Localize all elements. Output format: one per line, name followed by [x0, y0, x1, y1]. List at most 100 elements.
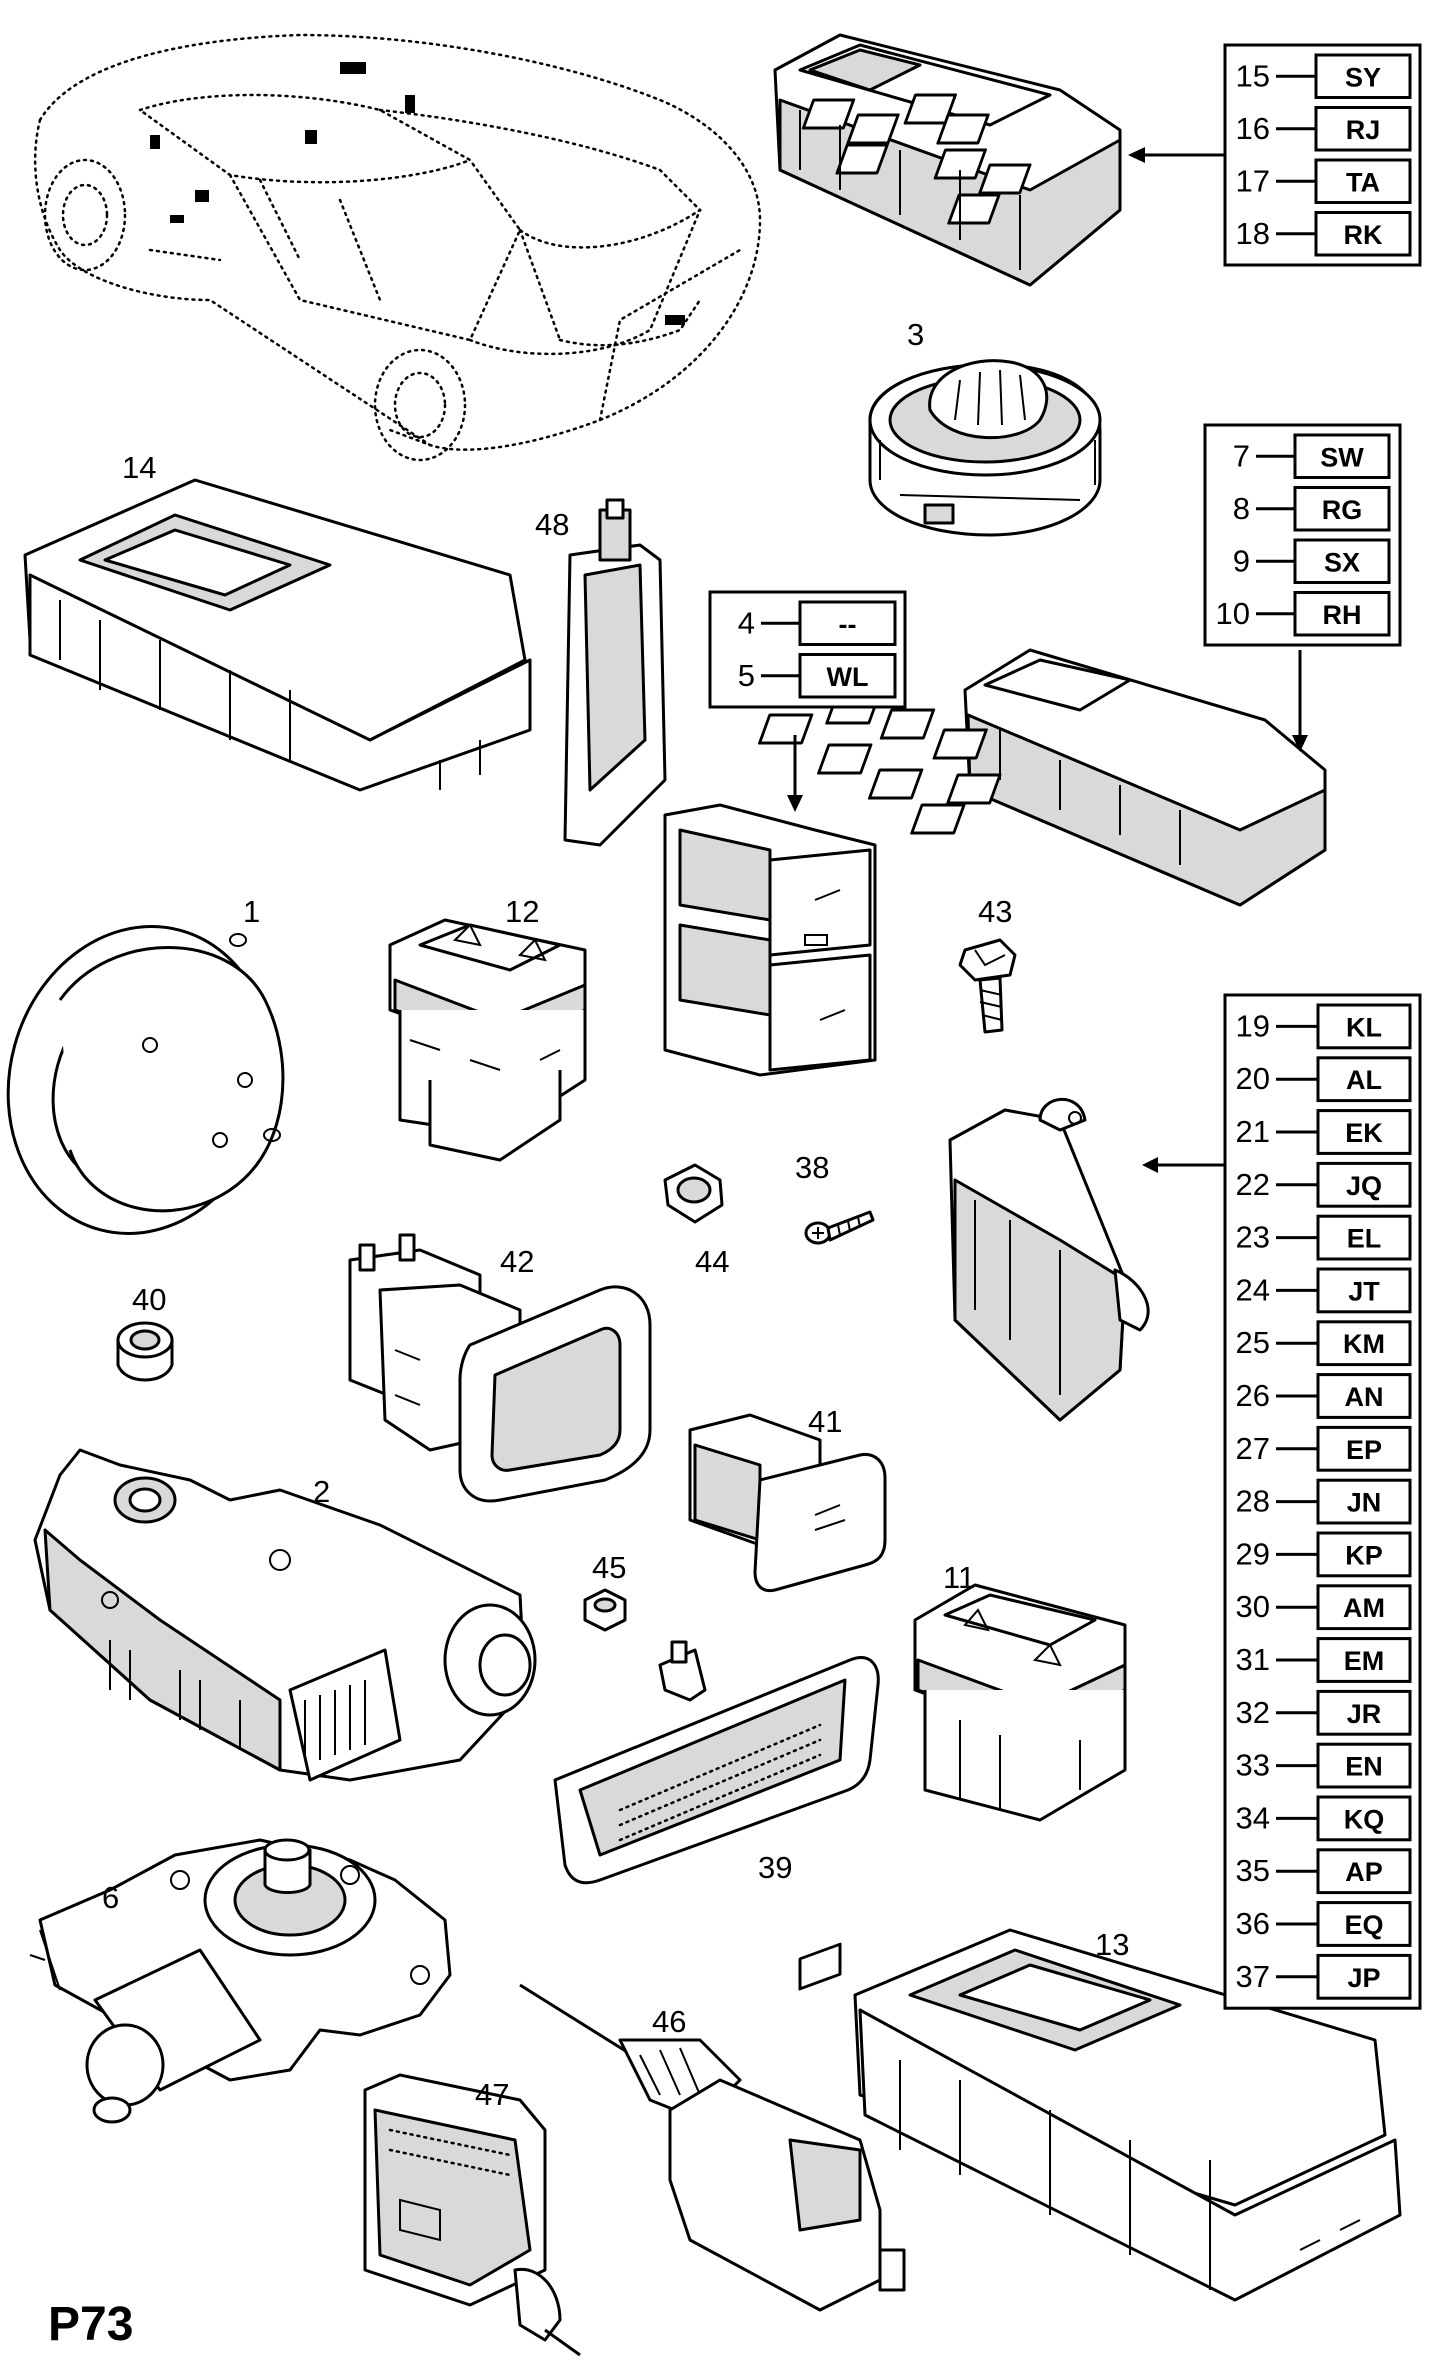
code-box	[1314, 106, 1412, 152]
code-box	[1316, 1320, 1412, 1367]
callout-46: 46	[652, 2004, 686, 2039]
switch-41	[688, 1413, 887, 1593]
variant-code: JP	[1347, 1963, 1380, 1993]
callout-6: 6	[102, 1880, 119, 1915]
callout-12: 12	[505, 894, 539, 929]
variant-number: 33	[1236, 1748, 1270, 1783]
code-box	[1316, 1584, 1412, 1631]
variant-code: SW	[1320, 442, 1364, 472]
nut-44	[663, 1163, 724, 1224]
code-box	[1316, 1848, 1412, 1895]
variant-code: KQ	[1344, 1804, 1385, 1834]
code-box	[798, 653, 897, 699]
window-switch-pack-top	[773, 33, 1122, 287]
callout-40: 40	[132, 1282, 166, 1317]
variant-code: JT	[1348, 1276, 1380, 1306]
variant-number: 27	[1236, 1431, 1270, 1466]
variant-number: 10	[1216, 596, 1250, 631]
callout-3: 3	[907, 317, 924, 352]
variant-number: 35	[1236, 1853, 1270, 1888]
code-box	[1314, 53, 1412, 99]
variant-code: JR	[1347, 1699, 1382, 1729]
callout-11: 11	[943, 1560, 975, 1595]
callout-48: 48	[535, 507, 569, 542]
table-7-10: 7 SW 8 RG 9 SX 10 RH	[1203, 423, 1402, 647]
callout-44: 44	[695, 1244, 729, 1279]
switch-bezel-14	[23, 478, 532, 792]
variant-code: AL	[1346, 1065, 1382, 1095]
variant-code: EM	[1344, 1646, 1385, 1676]
grommet-40	[116, 1321, 174, 1382]
variant-code: RK	[1344, 220, 1383, 250]
code-box	[1316, 1161, 1412, 1208]
variant-code: EN	[1345, 1752, 1383, 1782]
variant-code: EK	[1345, 1118, 1383, 1148]
code-box	[1316, 1795, 1412, 1842]
variant-code: AM	[1343, 1593, 1385, 1623]
variant-number: 31	[1236, 1642, 1270, 1677]
switch-12	[388, 918, 587, 1162]
code-box	[1293, 433, 1391, 479]
variant-code: RH	[1323, 600, 1362, 630]
variant-number: 30	[1236, 1589, 1270, 1624]
variant-number: 16	[1236, 111, 1270, 146]
bolt-43	[958, 938, 1017, 1034]
code-box	[1316, 1637, 1412, 1683]
code-box	[1314, 211, 1412, 257]
code-box	[1316, 1953, 1412, 2000]
code-box	[1316, 1478, 1412, 1525]
callout-39: 39	[758, 1850, 792, 1885]
callout-41: 41	[808, 1404, 842, 1439]
callout-1: 1	[243, 894, 260, 929]
variant-code: EL	[1347, 1224, 1382, 1254]
speaker-1	[6, 925, 285, 1235]
variant-number: 23	[1236, 1220, 1270, 1255]
code-box	[1316, 1056, 1412, 1103]
arrowhead-icon	[1128, 147, 1145, 163]
code-box	[1316, 1901, 1412, 1947]
variant-number: 9	[1233, 543, 1250, 578]
callout-42: 42	[500, 1244, 534, 1279]
variant-number: 22	[1236, 1167, 1270, 1202]
code-box	[1316, 1109, 1412, 1155]
variant-number: 7	[1233, 438, 1250, 473]
window-switch-pack-middle	[757, 648, 1327, 907]
code-box	[1293, 538, 1391, 584]
callout-38: 38	[795, 1150, 829, 1185]
page-code: P73	[48, 2298, 133, 2351]
code-box	[1316, 1742, 1412, 1789]
code-box	[1316, 1003, 1412, 1050]
variant-code: TA	[1346, 167, 1380, 197]
actuator-46	[519, 1942, 906, 2312]
arrowhead-icon	[787, 795, 803, 812]
dual-switch-4-5	[663, 803, 877, 1077]
variant-number: 32	[1236, 1695, 1270, 1730]
variant-code: EP	[1346, 1435, 1382, 1465]
switch-11	[913, 1583, 1127, 1822]
code-box	[1316, 1425, 1412, 1472]
lock-actuator-47	[363, 2073, 581, 2357]
variant-code: AP	[1345, 1857, 1383, 1887]
window-motor-6	[29, 1838, 452, 2124]
switch-bezel-13	[853, 1928, 1402, 2302]
car-location-drawing	[33, 33, 762, 462]
callout-14: 14	[122, 450, 156, 485]
code-box	[1293, 591, 1391, 637]
variant-number: 4	[738, 605, 755, 640]
variant-code: SX	[1324, 547, 1360, 577]
code-box	[1316, 1531, 1412, 1578]
variant-number: 34	[1236, 1800, 1270, 1835]
switch-42	[348, 1233, 652, 1503]
sensor-48	[563, 498, 667, 847]
screw-38	[804, 1210, 875, 1245]
variant-code: KL	[1346, 1012, 1382, 1042]
variant-code: RG	[1322, 495, 1363, 525]
variant-number: 25	[1236, 1325, 1270, 1360]
variant-number: 8	[1233, 491, 1250, 526]
variant-code: JN	[1347, 1488, 1382, 1518]
rotary-switch-3	[868, 359, 1102, 537]
control-module-19-37	[948, 1097, 1150, 1422]
